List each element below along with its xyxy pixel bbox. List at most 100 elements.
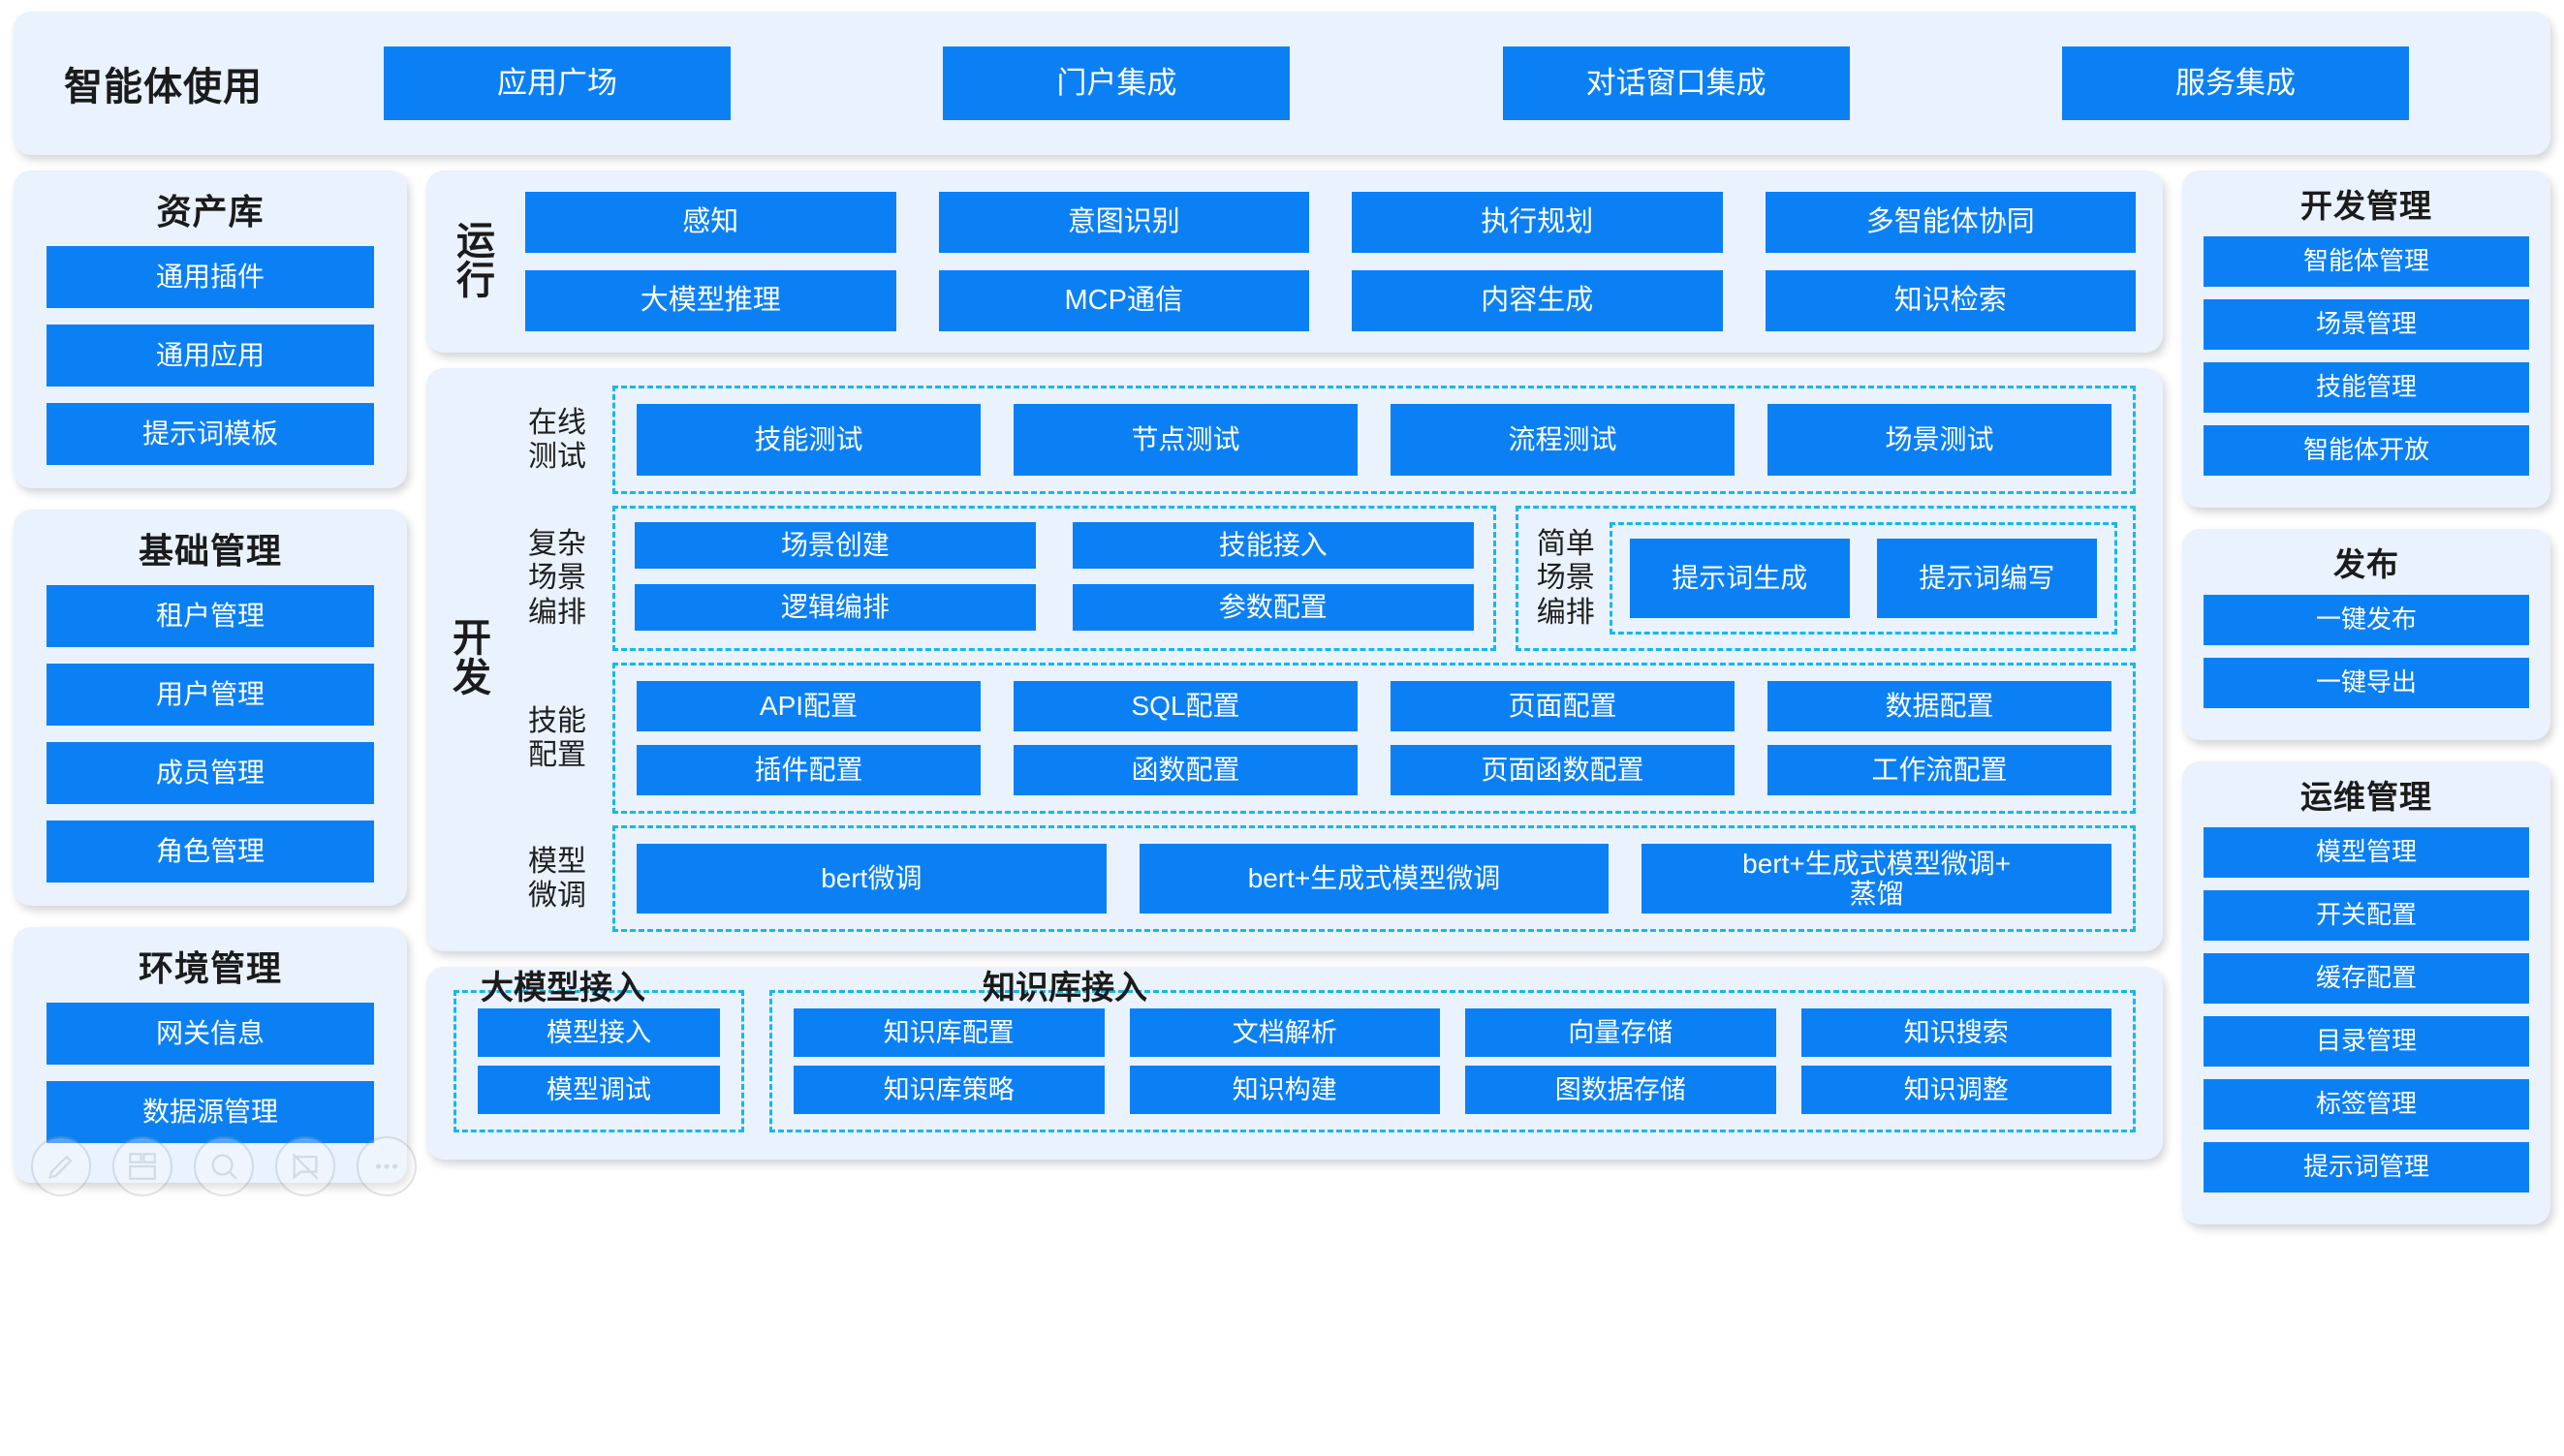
chip-perception[interactable]: 感知 bbox=[525, 192, 896, 253]
chip-knowledge-search[interactable]: 知识搜索 bbox=[1800, 1008, 2111, 1057]
complex-flow-label: 复杂 场景 编排 bbox=[528, 527, 586, 629]
middle-column: 运行 感知 意图识别 执行规划 多智能体协同 大模型推理 MCP通信 内容生成 … bbox=[426, 170, 2163, 1160]
chip-datasource-management[interactable]: 数据源管理 bbox=[47, 1081, 374, 1143]
floating-toolbar[interactable] bbox=[31, 1136, 417, 1196]
chip-api-config[interactable]: API配置 bbox=[637, 681, 981, 731]
chip-gateway-info[interactable]: 网关信息 bbox=[47, 1003, 374, 1065]
chip-doc-parsing[interactable]: 文档解析 bbox=[1129, 1008, 1440, 1057]
chip-mcp-communication[interactable]: MCP通信 bbox=[938, 270, 1309, 331]
chip-directory-management[interactable]: 目录管理 bbox=[2204, 1016, 2529, 1067]
chip-bert-gen-finetune-distill[interactable]: bert+生成式模型微调+ 蒸馏 bbox=[1642, 844, 2111, 914]
chip-tag-management[interactable]: 标签管理 bbox=[2204, 1079, 2529, 1130]
chip-role-management[interactable]: 角色管理 bbox=[47, 821, 374, 883]
environment-management-card: 环境管理 网关信息 数据源管理 bbox=[14, 927, 417, 1196]
chip-agent-management[interactable]: 智能体管理 bbox=[2204, 236, 2529, 287]
model-tuning-box: bert微调 bert+生成式模型微调 bert+生成式模型微调+ 蒸馏 bbox=[612, 825, 2136, 932]
simple-flow-box: 提示词生成 提示词编写 bbox=[1609, 522, 2117, 635]
layout-icon[interactable] bbox=[112, 1136, 172, 1196]
ops-management-title: 运维管理 bbox=[2300, 779, 2432, 815]
llm-access-title: 大模型接入 bbox=[481, 970, 645, 1007]
chip-service-integration[interactable]: 服务集成 bbox=[2061, 46, 2409, 120]
skill-config-row: 技能 配置 API配置 SQL配置 页面配置 数据配置 插件配置 函数配置 页面… bbox=[516, 663, 2136, 814]
chip-execution-planning[interactable]: 执行规划 bbox=[1352, 192, 1723, 253]
chip-bert-finetune[interactable]: bert微调 bbox=[637, 844, 1107, 914]
chip-scenario-test[interactable]: 场景测试 bbox=[1767, 404, 2111, 476]
chip-agent-open[interactable]: 智能体开放 bbox=[2204, 425, 2529, 476]
dev-management-title: 开发管理 bbox=[2300, 188, 2432, 224]
more-icon[interactable] bbox=[357, 1136, 417, 1196]
chip-graph-storage[interactable]: 图数据存储 bbox=[1465, 1066, 1776, 1114]
chip-prompt-template[interactable]: 提示词模板 bbox=[47, 403, 374, 465]
base-management-title: 基础管理 bbox=[138, 531, 282, 571]
chip-vector-storage[interactable]: 向量存储 bbox=[1465, 1008, 1776, 1057]
chip-portal-integration[interactable]: 门户集成 bbox=[943, 46, 1291, 120]
chip-prompt-management[interactable]: 提示词管理 bbox=[2204, 1142, 2529, 1193]
dev-management-card: 开发管理 智能体管理 场景管理 技能管理 智能体开放 bbox=[2182, 170, 2550, 508]
chip-page-function-config[interactable]: 页面函数配置 bbox=[1391, 745, 1735, 795]
runtime-label: 运行 bbox=[456, 219, 495, 302]
chip-model-debug[interactable]: 模型调试 bbox=[478, 1066, 720, 1114]
access-panel: 大模型接入 模型接入 模型调试 知识库接入 知识库配置 文档解析 向量存储 知识… bbox=[426, 967, 2163, 1160]
chip-switch-config[interactable]: 开关配置 bbox=[2204, 890, 2529, 941]
llm-access-box: 模型接入 模型调试 bbox=[453, 990, 744, 1132]
chip-prompt-generate[interactable]: 提示词生成 bbox=[1629, 539, 1850, 618]
chip-knowledge-retrieval[interactable]: 知识检索 bbox=[1765, 270, 2136, 331]
chip-page-config[interactable]: 页面配置 bbox=[1391, 681, 1735, 731]
runtime-items: 感知 意图识别 执行规划 多智能体协同 大模型推理 MCP通信 内容生成 知识检… bbox=[525, 192, 2136, 331]
model-tuning-row: 模型 微调 bert微调 bert+生成式模型微调 bert+生成式模型微调+ … bbox=[516, 825, 2136, 932]
environment-management-title: 环境管理 bbox=[138, 948, 282, 988]
kb-access-group: 知识库接入 知识库配置 文档解析 向量存储 知识搜索 知识库策略 知识构建 图数… bbox=[769, 970, 2136, 1132]
chip-model-management[interactable]: 模型管理 bbox=[2204, 827, 2529, 878]
chip-app-plaza[interactable]: 应用广场 bbox=[384, 46, 731, 120]
chip-scenario-management[interactable]: 场景管理 bbox=[2204, 299, 2529, 350]
right-column: 开发管理 智能体管理 场景管理 技能管理 智能体开放 发布 一键发布 一键导出 … bbox=[2182, 170, 2550, 1224]
chip-skill-test[interactable]: 技能测试 bbox=[637, 404, 981, 476]
chip-model-access[interactable]: 模型接入 bbox=[478, 1008, 720, 1057]
agent-usage-title: 智能体使用 bbox=[64, 66, 263, 108]
asset-library-title: 资产库 bbox=[156, 192, 265, 232]
chip-intent-recognition[interactable]: 意图识别 bbox=[938, 192, 1309, 253]
chip-kb-strategy[interactable]: 知识库策略 bbox=[794, 1066, 1105, 1114]
chip-skill-management[interactable]: 技能管理 bbox=[2204, 362, 2529, 413]
chip-llm-inference[interactable]: 大模型推理 bbox=[525, 270, 896, 331]
chip-general-plugin[interactable]: 通用插件 bbox=[47, 246, 374, 308]
chip-one-click-publish[interactable]: 一键发布 bbox=[2204, 595, 2529, 645]
chip-knowledge-build[interactable]: 知识构建 bbox=[1129, 1066, 1440, 1114]
chip-function-config[interactable]: 函数配置 bbox=[1014, 745, 1358, 795]
chip-chat-window-integration[interactable]: 对话窗口集成 bbox=[1502, 46, 1850, 120]
chip-process-test[interactable]: 流程测试 bbox=[1391, 404, 1735, 476]
chip-tenant-management[interactable]: 租户管理 bbox=[47, 585, 374, 647]
chip-content-generation[interactable]: 内容生成 bbox=[1352, 270, 1723, 331]
chip-data-config[interactable]: 数据配置 bbox=[1767, 681, 2111, 731]
chip-plugin-config[interactable]: 插件配置 bbox=[637, 745, 981, 795]
skill-config-box: API配置 SQL配置 页面配置 数据配置 插件配置 函数配置 页面函数配置 工… bbox=[612, 663, 2136, 814]
chip-workflow-config[interactable]: 工作流配置 bbox=[1767, 745, 2111, 795]
online-test-row: 在线 测试 技能测试 节点测试 流程测试 场景测试 bbox=[516, 386, 2136, 494]
llm-access-group: 大模型接入 模型接入 模型调试 bbox=[453, 970, 744, 1132]
zoom-icon[interactable] bbox=[194, 1136, 254, 1196]
chip-scenario-create[interactable]: 场景创建 bbox=[635, 522, 1036, 569]
chip-user-management[interactable]: 用户管理 bbox=[47, 664, 374, 726]
chip-skill-access[interactable]: 技能接入 bbox=[1072, 522, 1474, 569]
chip-logic-orchestration[interactable]: 逻辑编排 bbox=[635, 584, 1036, 631]
chip-member-management[interactable]: 成员管理 bbox=[47, 742, 374, 804]
online-test-box: 技能测试 节点测试 流程测试 场景测试 bbox=[612, 386, 2136, 494]
chip-cache-config[interactable]: 缓存配置 bbox=[2204, 953, 2529, 1004]
chip-one-click-export[interactable]: 一键导出 bbox=[2204, 658, 2529, 708]
comment-off-icon[interactable] bbox=[275, 1136, 335, 1196]
chip-sql-config[interactable]: SQL配置 bbox=[1014, 681, 1358, 731]
chip-prompt-write[interactable]: 提示词编写 bbox=[1876, 539, 2097, 618]
skill-config-label: 技能 配置 bbox=[528, 704, 586, 771]
model-tuning-label: 模型 微调 bbox=[528, 845, 586, 912]
chip-parameter-config[interactable]: 参数配置 bbox=[1072, 584, 1474, 631]
agent-usage-bar: 智能体使用 应用广场 门户集成 对话窗口集成 服务集成 bbox=[14, 12, 2550, 155]
chip-knowledge-adjust[interactable]: 知识调整 bbox=[1800, 1066, 2111, 1114]
base-management-card: 基础管理 租户管理 用户管理 成员管理 角色管理 bbox=[14, 510, 407, 906]
chip-multi-agent-collab[interactable]: 多智能体协同 bbox=[1765, 192, 2136, 253]
chip-node-test[interactable]: 节点测试 bbox=[1014, 404, 1358, 476]
chip-kb-config[interactable]: 知识库配置 bbox=[794, 1008, 1105, 1057]
pen-icon[interactable] bbox=[31, 1136, 91, 1196]
chip-general-app[interactable]: 通用应用 bbox=[47, 325, 374, 387]
chip-bert-gen-finetune[interactable]: bert+生成式模型微调 bbox=[1139, 844, 1610, 914]
